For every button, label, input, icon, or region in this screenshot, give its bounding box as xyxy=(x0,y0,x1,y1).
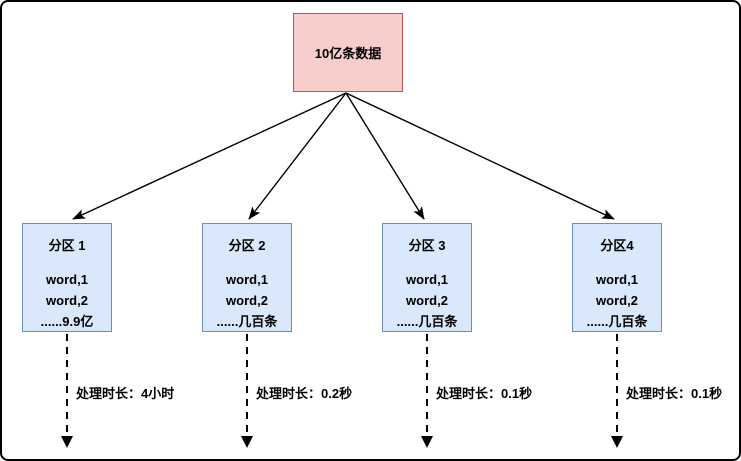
partition-line: word,2 xyxy=(46,293,88,308)
duration-label-2: 处理时长：0.2秒 xyxy=(256,386,353,401)
arrow-root-to-partition-4 xyxy=(345,92,615,220)
partition-line: ......9.9亿 xyxy=(40,314,94,329)
partition-line: word,2 xyxy=(226,293,268,308)
root-data-label: 10亿条数据 xyxy=(314,46,382,61)
partition-box-3: 分区 3 word,1 word,2 ......几百条 xyxy=(382,223,472,332)
duration-label-4: 处理时长：0.1秒 xyxy=(626,386,723,401)
arrow-root-to-partition-1 xyxy=(72,92,347,220)
partition-line: ......几百条 xyxy=(586,314,648,329)
partition-line: word,1 xyxy=(46,272,88,287)
partition-title: 分区 2 xyxy=(228,238,266,253)
partition-box-1: 分区 1 word,1 word,2 ......9.9亿 xyxy=(22,223,112,332)
root-data-node: 10亿条数据 xyxy=(293,13,403,92)
arrow-root-to-partition-3 xyxy=(345,92,425,220)
partition-line: ......几百条 xyxy=(216,314,278,329)
partition-line: word,1 xyxy=(226,272,268,287)
partition-line: word,2 xyxy=(406,293,448,308)
partition-box-4: 分区4 word,1 word,2 ......几百条 xyxy=(572,223,662,332)
duration-label-1: 处理时长：4小时 xyxy=(76,386,175,401)
arrow-root-to-partition-2 xyxy=(248,92,347,220)
partition-title: 分区4 xyxy=(600,238,634,253)
partition-title: 分区 3 xyxy=(408,238,446,253)
partition-title: 分区 1 xyxy=(48,238,86,253)
partition-line: word,1 xyxy=(406,272,448,287)
partition-line: word,1 xyxy=(596,272,638,287)
duration-label-3: 处理时长：0.1秒 xyxy=(436,386,533,401)
partition-line: ......几百条 xyxy=(396,314,458,329)
partition-line: word,2 xyxy=(596,293,638,308)
partition-box-2: 分区 2 word,1 word,2 ......几百条 xyxy=(202,223,292,332)
